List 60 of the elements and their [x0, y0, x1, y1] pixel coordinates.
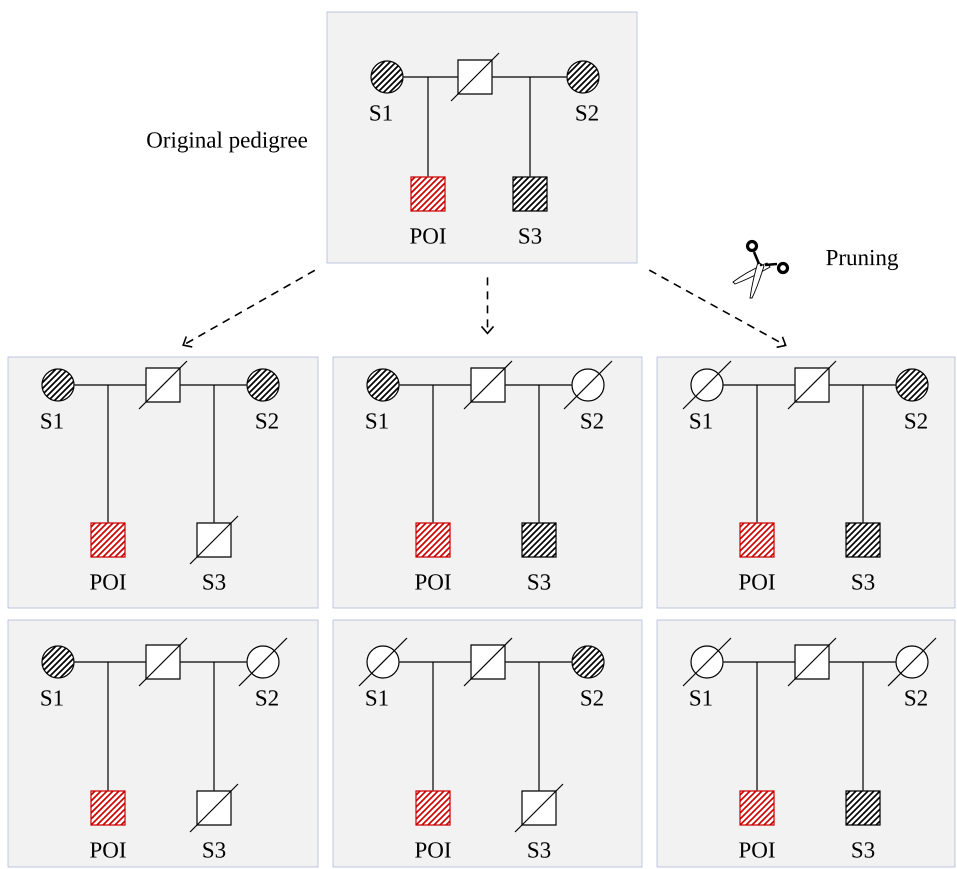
pedigree-line	[492, 76, 567, 177]
member-label: S2	[256, 413, 278, 429]
male-symbol	[138, 638, 188, 686]
member-label: S2	[256, 690, 278, 706]
member-label: POI	[739, 574, 775, 590]
male-symbol	[788, 638, 836, 686]
annotation-label: Pruning	[826, 250, 898, 270]
member-label: S2	[576, 105, 598, 121]
member-label: S2	[581, 413, 603, 429]
pedigree-line	[74, 661, 146, 791]
member-label: S3	[203, 574, 226, 590]
pedigree-line	[829, 661, 896, 791]
pedigree-line	[180, 384, 247, 523]
male-symbol	[464, 360, 512, 410]
pedigree-panel	[8, 620, 318, 868]
pedigree-line	[505, 661, 572, 791]
member-label: S3	[528, 574, 550, 590]
pedigree-line	[399, 384, 472, 523]
member-label: S3	[852, 574, 874, 590]
pedigree-line	[180, 661, 247, 791]
member-label: S1	[366, 413, 388, 429]
pedigree-line	[829, 384, 896, 523]
member-label: S1	[690, 413, 712, 429]
member-label: S1	[366, 690, 388, 706]
pedigree-line	[74, 384, 146, 523]
member-label: S2	[905, 690, 927, 706]
panel-caption: Original pedigree	[147, 132, 308, 152]
member-label: S1	[690, 690, 712, 706]
pedigree-panel	[332, 620, 642, 868]
member-label: S3	[528, 842, 550, 858]
pedigree-line	[723, 384, 796, 523]
member-label: POI	[415, 574, 451, 590]
member-label: S3	[519, 228, 542, 244]
member-label: S3	[203, 842, 226, 858]
dashed-arrow	[480, 277, 494, 335]
member-label: S2	[581, 690, 603, 706]
member-label: S1	[41, 413, 63, 429]
pedigree-line	[723, 661, 796, 791]
member-label: S1	[370, 105, 392, 121]
member-label: POI	[90, 842, 126, 858]
member-label: POI	[739, 842, 775, 858]
pedigree-line	[505, 384, 572, 523]
pedigree-line	[403, 76, 458, 177]
member-label: S3	[852, 842, 874, 858]
pedigree-line	[399, 661, 472, 791]
male-symbol	[138, 360, 188, 410]
member-label: POI	[90, 574, 126, 590]
pedigree-panel	[332, 356, 642, 608]
member-label: POI	[415, 842, 451, 858]
male-symbol	[788, 360, 836, 410]
male-symbol	[450, 52, 500, 102]
member-label: S2	[905, 413, 927, 429]
member-label: POI	[410, 228, 446, 244]
dashed-arrow	[648, 269, 787, 348]
pedigree-panel	[656, 620, 956, 868]
member-label: S1	[41, 690, 63, 706]
dashed-arrow	[182, 270, 316, 348]
male-symbol	[464, 638, 512, 686]
pedigree-panel	[656, 356, 956, 608]
pedigree-panel	[8, 356, 318, 608]
